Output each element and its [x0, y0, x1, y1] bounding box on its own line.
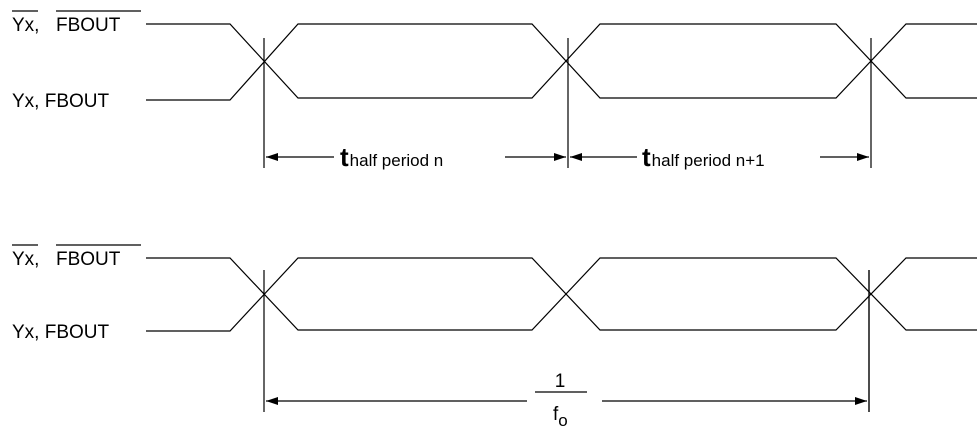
- top-arrow-n-left: [266, 153, 278, 161]
- top-complement-waveform: [146, 23, 977, 99]
- bottom-complement-waveform: [146, 257, 977, 331]
- top-label-complement-yx: Yx,: [12, 15, 39, 36]
- top-arrow-n1-right: [857, 153, 869, 161]
- bottom-arrow-left: [266, 397, 278, 405]
- top-label-true: Yx, FBOUT: [12, 91, 110, 112]
- bottom-label-complement-yx: Yx,: [12, 249, 39, 270]
- bottom-label-true: Yx, FBOUT: [12, 322, 110, 343]
- top-label-complement-fbout: FBOUT: [56, 15, 121, 36]
- period-numerator: 1: [555, 371, 566, 392]
- top-arrow-n1-left: [570, 153, 582, 161]
- top-timing-diagram: Yx, FBOUT Yx, FBOUT thalf period n thalf…: [12, 10, 977, 172]
- bottom-arrow-right: [855, 397, 867, 405]
- top-half-period-n1-label: thalf period n+1: [642, 142, 765, 172]
- top-half-period-n-label: thalf period n: [340, 142, 443, 172]
- bottom-true-waveform: [146, 257, 977, 332]
- top-true-waveform: [146, 23, 977, 101]
- period-denominator: fo: [553, 404, 568, 430]
- bottom-label-complement-fbout: FBOUT: [56, 249, 121, 270]
- top-arrow-n-right: [554, 153, 566, 161]
- bottom-timing-diagram: Yx, FBOUT Yx, FBOUT 1 fo: [12, 244, 977, 430]
